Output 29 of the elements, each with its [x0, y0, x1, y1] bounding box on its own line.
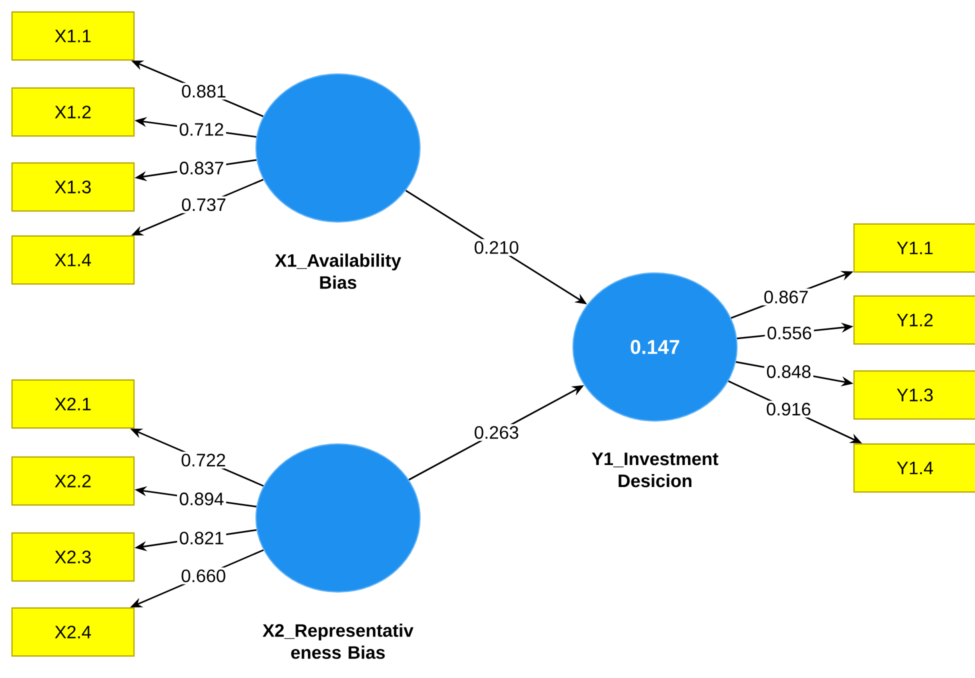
edge-label: 0.263	[474, 426, 518, 439]
edge-label: 0.848	[766, 365, 811, 378]
indicator-box: Y1.1	[853, 223, 975, 273]
node-label: X2_Representativ eness Bias	[262, 624, 414, 659]
indicator-box: X1.1	[11, 11, 135, 61]
edge-label: 0.821	[180, 532, 224, 544]
indicator-box: Y1.4	[853, 443, 975, 493]
edge-label: 0.210	[474, 241, 518, 254]
edge-label: 0.722	[182, 454, 226, 466]
indicator-box: X2.3	[11, 532, 135, 582]
indicator-box: X2.4	[11, 607, 135, 657]
edge-label: 0.916	[766, 402, 810, 416]
indicator-box: X1.2	[11, 87, 135, 137]
indicator-box: X2.2	[11, 456, 135, 506]
edge-label: 0.712	[180, 123, 224, 136]
edge-label: 0.837	[180, 162, 224, 174]
indicator-box: X1.4	[11, 235, 135, 285]
edge-label: 0.881	[182, 84, 226, 98]
node-label: Y1_Investment Desicion	[592, 452, 718, 488]
edge-label: 0.556	[768, 326, 812, 340]
indicator-box: Y1.3	[853, 370, 975, 420]
edge-label: 0.894	[180, 492, 224, 506]
edge-label: 0.737	[182, 198, 226, 212]
node-label: X1_Availability Bias	[274, 254, 402, 289]
edge-label: 0.867	[764, 290, 808, 304]
edge-label: 0.660	[182, 569, 226, 582]
indicator-box: X2.1	[11, 379, 135, 429]
indicator-box: Y1.2	[853, 295, 975, 345]
indicator-box: X1.3	[11, 162, 135, 212]
